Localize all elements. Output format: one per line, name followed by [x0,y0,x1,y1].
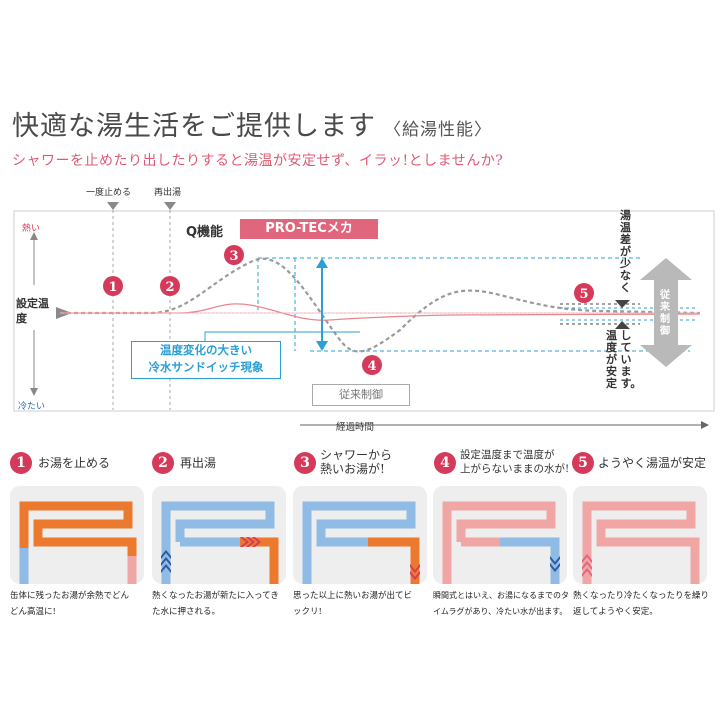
x-axis-label: 経過時間 [336,422,375,433]
callout-line-1: 温度変化の大きい [160,343,252,357]
small-up-arrow [615,321,630,329]
y-cold-label: 冷たい [18,402,46,412]
step-3-card [293,486,427,584]
point-5 [574,283,594,303]
step-1-desc: 缶体に残ったお湯が余熱でどん どん高温に! [10,588,150,620]
pipe-illustrations [10,486,707,584]
point-4 [362,355,382,375]
step-4-card [433,486,567,584]
step-2-pipe [161,501,279,584]
step-5-number: 5 [572,452,594,474]
sandwich-callout: 温度変化の大きい 冷水サンドイッチ現象 [131,341,281,379]
page-title: 快適な湯生活をご提供します〈給湯性能〉 [12,104,492,143]
step-4-title-line-2: 上がらないままの水が! [460,463,570,475]
step-4-desc: 瞬間式とはいえ、お湯になるまでのタ イムラグがあり、冷たい水が出ます。 [433,588,573,620]
stop-marker-arrow [107,202,119,210]
temp-stable-label: 温度が安定しています。 [606,329,642,390]
step-3-desc: 思った以上に熱いお湯が出てビ ックリ! [293,588,433,620]
step-1-number: 1 [10,452,32,474]
page-title-sub: 〈給湯性能〉 [384,120,492,140]
step-4-desc-line-1: 瞬間式とはいえ、お湯になるまでのタ [433,591,569,600]
step-2-blue-chevrons [161,550,171,573]
chart-frame [13,210,715,412]
step-5-title: ようやく湯温が安定 [598,456,707,470]
callout-line-2: 冷水サンドイッチ現象 [148,360,264,374]
temperature-chart: 1 2 3 4 5 [13,202,715,429]
q-function-label: Q機能 [186,225,224,240]
step-4-header: 4 設定温度まで温度が 上がらないままの水が! [434,448,574,476]
step-2-title: 再出湯 [180,456,217,470]
step-3-desc-line-2: ックリ! [293,607,322,617]
point-3 [224,245,244,265]
step-5-card [573,486,707,584]
step-3-chevrons [410,564,420,580]
conventional-range-arrow [640,258,692,367]
marker-restart-label: 再出湯 [154,188,182,198]
y-set-label: 設定温度 [16,297,49,325]
temp-diff-small-label: 湯温差が少なく [620,209,631,294]
step-1-desc-line-2: どん高温に! [10,607,56,617]
steps-section: 1 お湯を止める 2 再出湯 3 シャワーから 熱いお湯が! 4 設定温度まで温… [0,448,720,720]
step-4-chevrons [550,556,560,572]
conventional-curve [60,257,701,353]
point-2 [160,276,180,296]
step-5-chevrons [582,554,592,577]
step-5-pipe [582,501,700,584]
point-4-label: 4 [367,359,376,374]
step-3-title-line-1: シャワーから [320,448,393,462]
step-5-desc-line-2: 返してようやく安定。 [573,607,658,617]
step-5-desc-line-1: 熱くなったり冷たくなったりを繰り [573,591,710,601]
point-5-label: 5 [579,287,588,302]
step-3-desc-line-1: 思った以上に熱いお湯が出てビ [293,591,413,601]
protec-badge: PRO-TECメカ [240,219,378,239]
restart-marker-arrow [164,202,176,210]
step-2-desc-line-2: た水に押される。 [152,607,221,617]
step-2-number: 2 [152,452,174,474]
step-3-number: 3 [294,452,316,474]
step-5-header: 5 ようやく湯温が安定 [572,452,718,474]
step-4-title-line-1: 設定温度まで温度が [460,449,555,461]
conventional-arrow-label: 従来制御 [660,290,670,337]
step-5-desc: 熱くなったり冷たくなったりを繰り 返してようやく安定。 [573,588,713,620]
step-1-title: お湯を止める [38,456,111,470]
point-2-label: 2 [165,280,174,295]
tagline: シャワーを止めたり出したりすると湯温が安定せず、イラッ!としませんか? [12,153,504,169]
q-function-curve [60,303,701,321]
small-down-arrow [615,300,630,308]
step-3-title: シャワーから 熱いお湯が! [320,448,392,476]
point-1 [103,276,123,296]
marker-stop-label: 一度止める [86,188,132,198]
y-hot-label: 熱い [22,224,41,234]
step-1-card [10,486,144,584]
step-4-number: 4 [434,452,456,474]
step-2-chevrons [240,537,261,547]
step-3-header: 3 シャワーから 熱いお湯が! [294,448,434,476]
step-2-card [152,486,286,584]
step-4-title: 設定温度まで温度が 上がらないままの水が! [460,448,569,476]
step-1-header: 1 お湯を止める [10,452,150,474]
point-3-label: 3 [229,249,238,264]
point-1-label: 1 [108,280,117,295]
step-3-title-line-2: 熱いお湯が! [320,462,385,476]
page-title-main: 快適な湯生活をご提供します [12,111,376,142]
step-4-desc-line-2: イムラグがあり、冷たい水が出ます。 [433,607,568,616]
step-1-desc-line-1: 缶体に残ったお湯が余熱でどん [10,591,130,601]
step-2-header: 2 再出湯 [152,452,292,474]
step-2-desc: 熱くなったお湯が新たに入ってき た水に押される。 [152,588,292,620]
step-1-pipe [19,501,137,584]
conventional-label-box: 従来制御 [312,384,410,406]
step-2-desc-line-1: 熱くなったお湯が新たに入ってき [152,591,279,601]
